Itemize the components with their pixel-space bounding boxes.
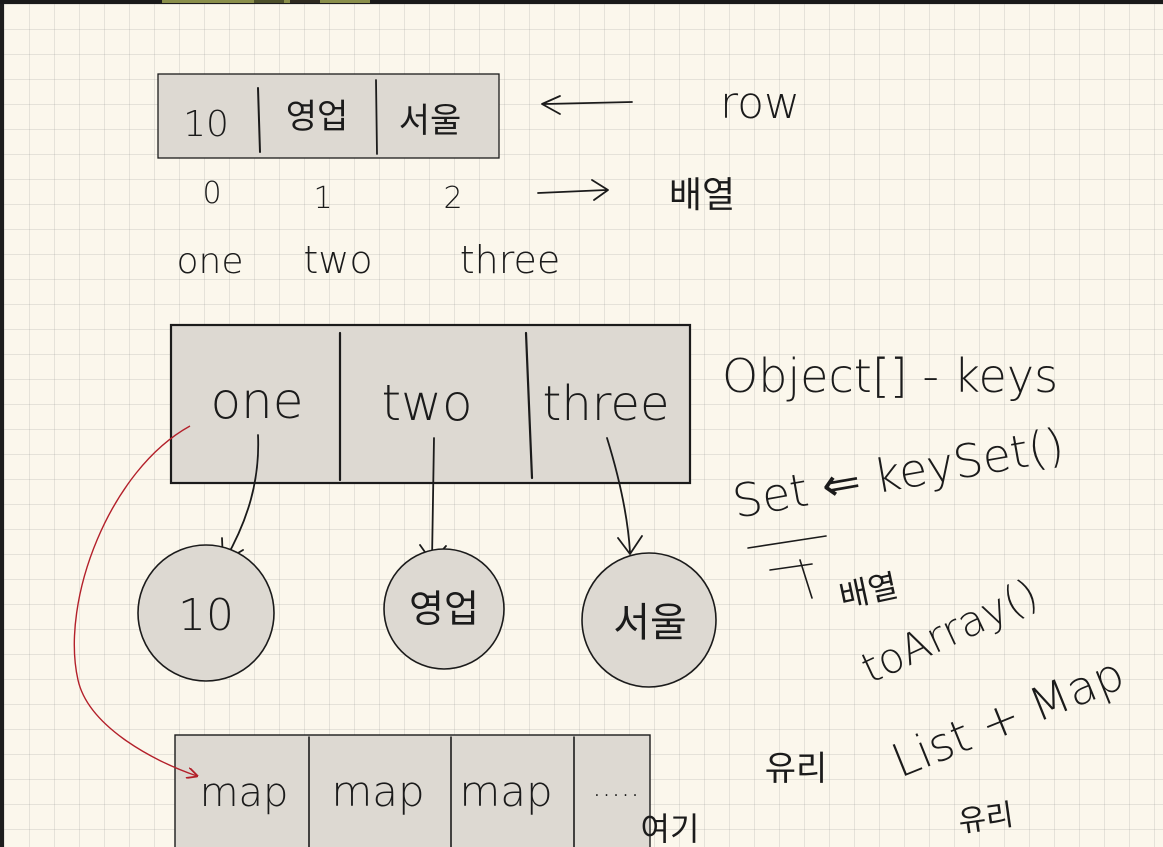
value-circle-1: [383, 548, 505, 670]
map-cell-0: map: [200, 770, 289, 816]
value-text-2: 서울: [613, 600, 687, 646]
key-label-1: two: [303, 238, 372, 282]
notebook-canvas[interactable]: 10 영업 서울 row 0 1 2 배열 one two three one …: [4, 4, 1163, 847]
map-cell-3: .....: [592, 769, 640, 804]
page-thumbnail-strip[interactable]: [162, 0, 370, 3]
value-circle-2: [581, 552, 717, 688]
map-row-box: [174, 734, 651, 847]
row-array-divider: [257, 87, 261, 153]
array-label: 배열: [669, 175, 735, 216]
window-top-strip: [0, 0, 1163, 4]
row-array-divider: [375, 79, 378, 155]
thumbnail-segment[interactable]: [254, 0, 284, 3]
note-under-list-map: 유리: [956, 798, 1016, 840]
value-text-1: 영업: [409, 587, 479, 631]
map-row-under-note: 여기: [641, 810, 700, 847]
value-text-0: 10: [178, 590, 234, 641]
keys-divider: [524, 331, 534, 480]
key-value-arrow: [606, 437, 643, 555]
red-link-arrow: [73, 425, 197, 776]
value-circle-0: [137, 544, 275, 682]
index-0: 0: [202, 176, 221, 211]
key-label-2: three: [460, 238, 561, 282]
note-object-keys: Object[] - keys: [722, 349, 1058, 403]
key-cell-2: three: [543, 376, 670, 432]
index-1: 1: [313, 181, 332, 216]
key-cell-1: two: [381, 374, 472, 432]
map-cell-1: map: [331, 767, 424, 816]
row-cell-0: 10: [183, 104, 229, 145]
row-cell-2: 서울: [399, 101, 462, 141]
set-underline-marks: [747, 535, 827, 599]
row-arrow: [541, 95, 633, 115]
key-label-0: one: [177, 241, 244, 282]
map-row-note: 유리: [765, 749, 828, 789]
index-2: 2: [443, 181, 462, 216]
thumbnail-segment[interactable]: [290, 0, 320, 3]
row-cell-1: 영업: [286, 97, 349, 137]
row-array-box: [157, 73, 500, 159]
note-under-set: 배열: [836, 566, 902, 615]
key-cell-0: one: [210, 372, 303, 430]
map-cell-2: map: [459, 767, 552, 816]
array-arrow: [537, 179, 609, 201]
note-set-keyset: Set ⇐ keySet(): [729, 417, 1069, 528]
sketch-svg: 10 영업 서울 row 0 1 2 배열 one two three one …: [73, 73, 1132, 847]
row-annotation: row: [720, 78, 800, 129]
